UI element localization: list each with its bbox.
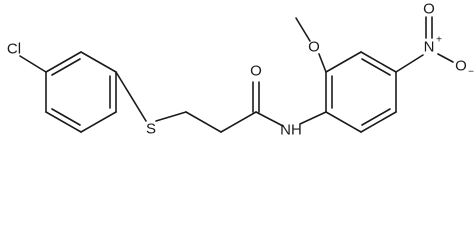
- atom-nitro-nitrogen: N: [424, 39, 435, 56]
- bond-cl-c: [19, 55, 47, 73]
- bond-ring-n-nitro: [395, 54, 424, 73]
- bond-ring-s: [115, 71, 147, 122]
- bond-o-ch3: [295, 17, 311, 42]
- bond-ch2-co: [220, 111, 257, 133]
- ring1-bond: [80, 51, 117, 73]
- bond-s-ch2: [155, 111, 187, 122]
- atom-methoxy-oxygen: O: [308, 39, 320, 56]
- ring2-bond: [325, 51, 362, 73]
- ring1-bond: [80, 111, 117, 133]
- bond-n-o-single: [437, 53, 454, 63]
- ring1-bond: [45, 51, 82, 73]
- charge-nitro-nitrogen: +: [436, 35, 442, 46]
- atom-nitro-oxygen-right: O: [455, 58, 467, 75]
- ring2-bond: [360, 51, 397, 73]
- atom-labels: Cl S O NH O N + O O −: [7, 1, 474, 139]
- atom-nitro-oxygen-top: O: [423, 1, 435, 18]
- bond-lines: [19, 16, 454, 133]
- ring1-double-inner: [51, 58, 81, 76]
- bond-c-n: [255, 111, 284, 127]
- ring2-double-inner: [361, 58, 391, 76]
- atom-carbonyl-oxygen: O: [250, 63, 262, 80]
- ring2-bond: [360, 111, 397, 133]
- atom-sulfur: S: [146, 121, 156, 138]
- atom-chlorine: Cl: [7, 41, 21, 58]
- ring1-double-inner: [51, 108, 81, 126]
- bond-ch2-ch2: [185, 111, 222, 133]
- ring2-double-inner: [361, 108, 391, 126]
- ring2-bond: [325, 111, 362, 133]
- charge-nitro-oxygen: −: [468, 67, 474, 78]
- molecule-structure-diagram: Cl S O NH O N + O O −: [7, 1, 474, 139]
- bond-ring-o-methoxy: [318, 53, 327, 73]
- atom-amide-nitrogen: NH: [280, 122, 302, 139]
- bond-n-ring: [299, 111, 327, 125]
- ring1-bond: [45, 111, 82, 133]
